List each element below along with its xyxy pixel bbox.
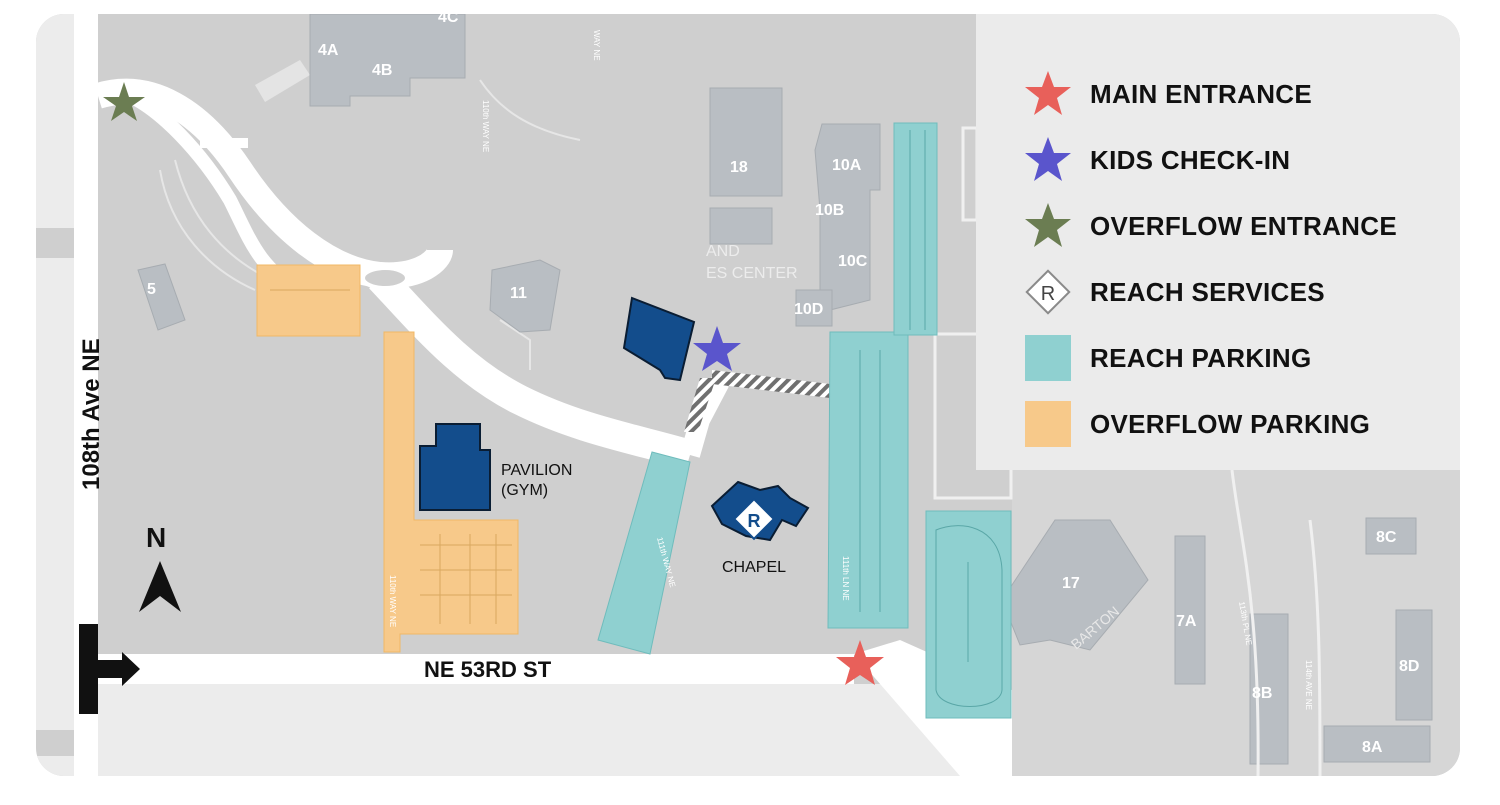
main-entrance-star <box>836 640 884 685</box>
south-lot <box>98 684 968 776</box>
street-ne-53rd: NE 53RD ST <box>424 657 552 682</box>
building-11 <box>489 259 561 333</box>
reach-parking-111th-way <box>597 451 691 655</box>
walkway-east <box>712 370 830 398</box>
label-building-18: 18 <box>730 159 748 176</box>
west-lot <box>36 14 74 228</box>
building-4 <box>309 14 466 107</box>
building-10 <box>814 123 881 311</box>
west-lot <box>36 258 74 730</box>
legend-item-reach-services: R REACH SERVICES <box>1020 267 1325 317</box>
reach-parking-north-strip <box>893 122 938 336</box>
label-building-10b: 10B <box>815 202 844 219</box>
reach-parking-swatch-icon <box>1020 333 1076 383</box>
label-pavilion-gym: (GYM) <box>501 482 548 499</box>
legend-label-reach-parking: REACH PARKING <box>1090 342 1312 373</box>
legend-label-overflow-entrance: OVERFLOW ENTRANCE <box>1090 210 1397 241</box>
label-center-line1: AND <box>706 243 740 260</box>
label-chapel: CHAPEL <box>722 559 786 576</box>
label-building-8a: 8A <box>1362 739 1383 756</box>
faint-parking <box>159 79 581 370</box>
walkway-south <box>684 378 716 432</box>
street-111th-ln: 111th LN NE <box>841 556 850 601</box>
building-8d <box>1395 609 1433 721</box>
main-drive <box>94 78 453 289</box>
legend-item-kids-checkin: KIDS CHECK-IN <box>1020 135 1290 185</box>
legend-label-reach-services: REACH SERVICES <box>1090 276 1325 307</box>
label-building-17: 17 <box>1062 575 1080 592</box>
label-building-8b: 8B <box>1252 685 1272 702</box>
label-center-line2: ES CENTER <box>706 265 798 282</box>
road-ne53rd <box>74 654 854 684</box>
reach-stalls <box>859 130 1003 707</box>
label-building-10d: 10D <box>794 301 823 318</box>
overflow-stalls <box>270 289 512 624</box>
building-8a <box>1323 725 1431 763</box>
overflow-parking-swatch-icon <box>1020 399 1076 449</box>
building-10d <box>795 289 833 327</box>
street-110th-way-lower: 110th WAY NE <box>388 575 397 627</box>
building-18-annex <box>709 207 773 245</box>
street-110th-way-upper: 110th WAY NE <box>481 100 490 152</box>
overflow-parking-lots <box>256 264 519 653</box>
reach-parking-111th-ln <box>827 331 909 629</box>
building-8c <box>1365 517 1417 555</box>
kids-checkin-star-icon <box>1020 135 1076 185</box>
north-label: N <box>146 522 166 553</box>
drive-south <box>369 267 695 470</box>
reach-services-marker: R <box>732 497 776 541</box>
diamond-r-icon: R <box>1020 267 1076 317</box>
kids-checkin-star <box>693 326 741 371</box>
legend-label-overflow-parking: OVERFLOW PARKING <box>1090 408 1371 439</box>
label-building-8d: 8D <box>1399 658 1419 675</box>
label-building-5: 5 <box>147 281 156 298</box>
building-highlight <box>622 296 696 382</box>
label-building-10a: 10A <box>832 157 862 174</box>
north-arrow-icon <box>139 561 181 612</box>
overflow-parking-north <box>256 264 361 337</box>
label-building-8c: 8C <box>1376 529 1397 546</box>
legend-item-overflow-parking: OVERFLOW PARKING <box>1020 399 1370 449</box>
label-building-7a: 7A <box>1176 613 1197 630</box>
building-17 <box>1001 519 1149 651</box>
legend-item-main-entrance: MAIN ENTRANCE <box>1020 69 1312 119</box>
building-7a <box>1174 535 1206 685</box>
legend-label-main-entrance: MAIN ENTRANCE <box>1090 78 1313 109</box>
street-108th-ave: 108th Ave NE <box>78 338 105 490</box>
building-18 <box>709 87 783 197</box>
label-building-10c: 10C <box>838 253 868 270</box>
legend-marker-letter: R <box>1041 283 1055 305</box>
street-north-way: WAY NE <box>592 30 601 61</box>
north-arrow: N <box>139 522 181 612</box>
legend-item-reach-parking: REACH PARKING <box>1020 333 1312 383</box>
label-building-4b: 4B <box>372 62 392 79</box>
roundabout <box>361 266 409 290</box>
turn-arrow-icon <box>79 624 140 714</box>
street-114th-ave: 114th AVE NE <box>1304 660 1313 710</box>
legend-item-overflow-entrance: OVERFLOW ENTRANCE <box>1020 201 1397 251</box>
map-legend: MAIN ENTRANCE KIDS CHECK-IN OVERFLOW ENT… <box>976 14 1460 470</box>
road-stub <box>255 60 310 102</box>
neighborhood-roads <box>933 126 1322 776</box>
overflow-entrance-star-icon <box>1020 201 1076 251</box>
main-entrance-star-icon <box>1020 69 1076 119</box>
building-5 <box>137 263 186 331</box>
west-lot <box>36 756 74 776</box>
chapel-marker-letter: R <box>748 511 761 531</box>
overflow-entrance-star <box>103 82 145 121</box>
label-building-4a: 4A <box>318 42 339 59</box>
road-stub <box>200 138 248 148</box>
legend-label-kids-checkin: KIDS CHECK-IN <box>1090 144 1291 175</box>
label-building-4c: 4C <box>438 9 459 26</box>
pavilion-building <box>419 423 491 511</box>
label-pavilion: PAVILION <box>501 462 572 479</box>
overflow-parking-west <box>383 331 519 653</box>
label-building-11: 11 <box>510 285 527 302</box>
